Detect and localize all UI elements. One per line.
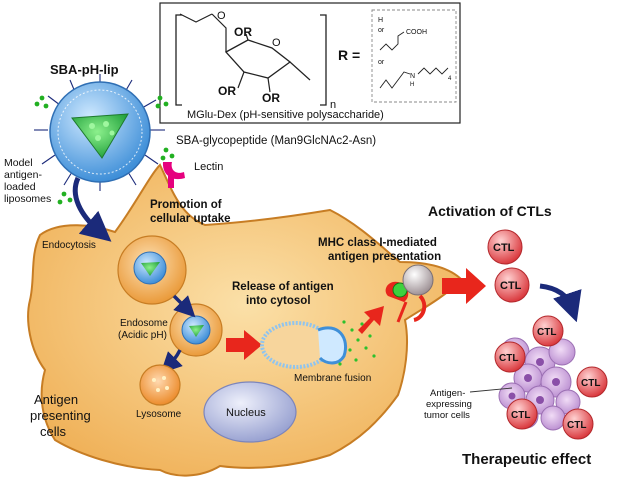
ctl-text-a2: CTL xyxy=(500,280,522,292)
mhc-line-2: antigen presentation xyxy=(328,251,441,263)
tumor-line-3: tumor cells xyxy=(424,410,470,421)
polymer-o-ring: O xyxy=(272,37,281,49)
sba-ph-lip-title: SBA-pH-lip xyxy=(50,62,119,77)
r-option-h2: H xyxy=(410,82,414,88)
nucleus xyxy=(203,381,297,443)
endosome-to-fusion-arrow xyxy=(226,330,262,360)
r-option-cooh: COOH xyxy=(406,29,427,36)
therapeutic-label: Therapeutic effect xyxy=(462,451,591,468)
polymer-o-link: O xyxy=(217,10,226,22)
effector-ctl-3: CTL xyxy=(576,366,608,398)
r-option-n: N xyxy=(410,73,415,80)
activation-label: Activation of CTLs xyxy=(428,203,552,219)
ctl-text-a1: CTL xyxy=(493,242,515,254)
ctl-text-e1: CTL xyxy=(537,327,556,338)
apc-line-2: presenting xyxy=(30,408,91,423)
lysosome-label: Lysosome xyxy=(136,409,182,420)
tumor-label: Antigen- expressing tumor cells xyxy=(424,388,475,421)
mhc-to-ctl-arrow xyxy=(442,268,486,304)
lectin-receptor xyxy=(162,162,185,180)
activated-ctl-2: CTL xyxy=(494,267,530,303)
endocytosis-label: Endocytosis xyxy=(42,240,96,251)
uptake-arrow xyxy=(72,176,112,242)
endosome-label: Endosome (Acidic pH) xyxy=(118,318,171,341)
endosome-line-2: (Acidic pH) xyxy=(118,330,167,341)
model-liposome-line-2: antigen- xyxy=(4,169,42,181)
endosome-line-1: Endosome xyxy=(120,318,168,329)
r-option-subscript: 4 xyxy=(448,76,452,82)
lectin-label: Lectin xyxy=(194,161,223,173)
membrane-fusion-illustration xyxy=(260,320,376,369)
tumor-line-1: Antigen- xyxy=(430,388,465,399)
mhc-antigen-complex xyxy=(385,264,434,323)
apc-line-1: Antigen xyxy=(34,392,78,407)
mhc-label: MHC class I-mediated antigen presentatio… xyxy=(318,237,441,263)
polymer-or-2: OR xyxy=(218,84,236,98)
r-option-or-1: or xyxy=(378,27,385,34)
model-liposome-line-1: Model xyxy=(4,157,33,169)
polymer-caption: MGlu-Dex (pH-sensitive polysaccharide) xyxy=(187,109,384,121)
mhc-line-1: MHC class I-mediated xyxy=(318,237,437,249)
ctl-text-e3: CTL xyxy=(581,378,600,389)
model-liposome-line-3: loaded xyxy=(4,181,36,193)
tumor-line-2: expressing xyxy=(426,399,472,410)
release-label: Release of antigen into cytosol xyxy=(232,281,337,307)
activated-ctl-1: CTL xyxy=(487,229,523,265)
promotion-line-2: cellular uptake xyxy=(150,213,231,225)
sba-glycopeptide-label: SBA-glycopeptide (Man9GlcNAc2-Asn) xyxy=(176,135,376,147)
model-liposome-line-4: liposomes xyxy=(4,193,51,205)
apc-label: Antigen presenting cells xyxy=(30,392,94,439)
ctl-to-tumor-arrow xyxy=(539,283,582,323)
endosome-to-lysosome-arrow xyxy=(160,349,183,374)
effector-ctl-1: CTL xyxy=(532,315,564,347)
effector-ctl-2: CTL xyxy=(494,341,526,373)
endocytic-vesicle xyxy=(117,235,187,305)
sba-ph-lip-liposome xyxy=(34,74,175,205)
lectin-stem xyxy=(168,176,174,188)
tumor-leader-line xyxy=(469,387,513,393)
lysosome xyxy=(139,364,181,406)
r-option-or-2: or xyxy=(378,59,385,66)
ctl-text-e4: CTL xyxy=(511,410,530,421)
effector-ctl-5: CTL xyxy=(562,408,594,440)
polymer-structure-box: O O OR OR OR n R = H or COOH or N H 4 MG… xyxy=(159,2,461,124)
polymer-or-3: OR xyxy=(262,91,280,105)
release-line-1: Release of antigen xyxy=(232,281,334,293)
endosome xyxy=(169,303,223,357)
effector-ctl-4: CTL xyxy=(506,398,538,430)
r-option-h: H xyxy=(378,17,383,24)
promotion-line-1: Promotion of xyxy=(150,199,222,211)
ctl-text-e2: CTL xyxy=(499,353,518,364)
model-liposome-label: Model antigen- loaded liposomes xyxy=(4,157,51,205)
fusion-to-mhc-arrow xyxy=(358,306,384,334)
apc-line-3: cells xyxy=(40,424,67,439)
promotion-label: Promotion of cellular uptake xyxy=(150,199,231,225)
ctl-text-e5: CTL xyxy=(567,420,586,431)
membrane-fusion-label: Membrane fusion xyxy=(294,373,371,384)
vesicle-to-endosome-arrow xyxy=(172,294,196,318)
nucleus-label: Nucleus xyxy=(226,407,266,419)
release-line-2: into cytosol xyxy=(246,295,311,307)
polymer-r-equals: R = xyxy=(338,47,360,63)
polymer-or-1: OR xyxy=(234,25,252,39)
polymer-repeat-n: n xyxy=(330,99,336,111)
